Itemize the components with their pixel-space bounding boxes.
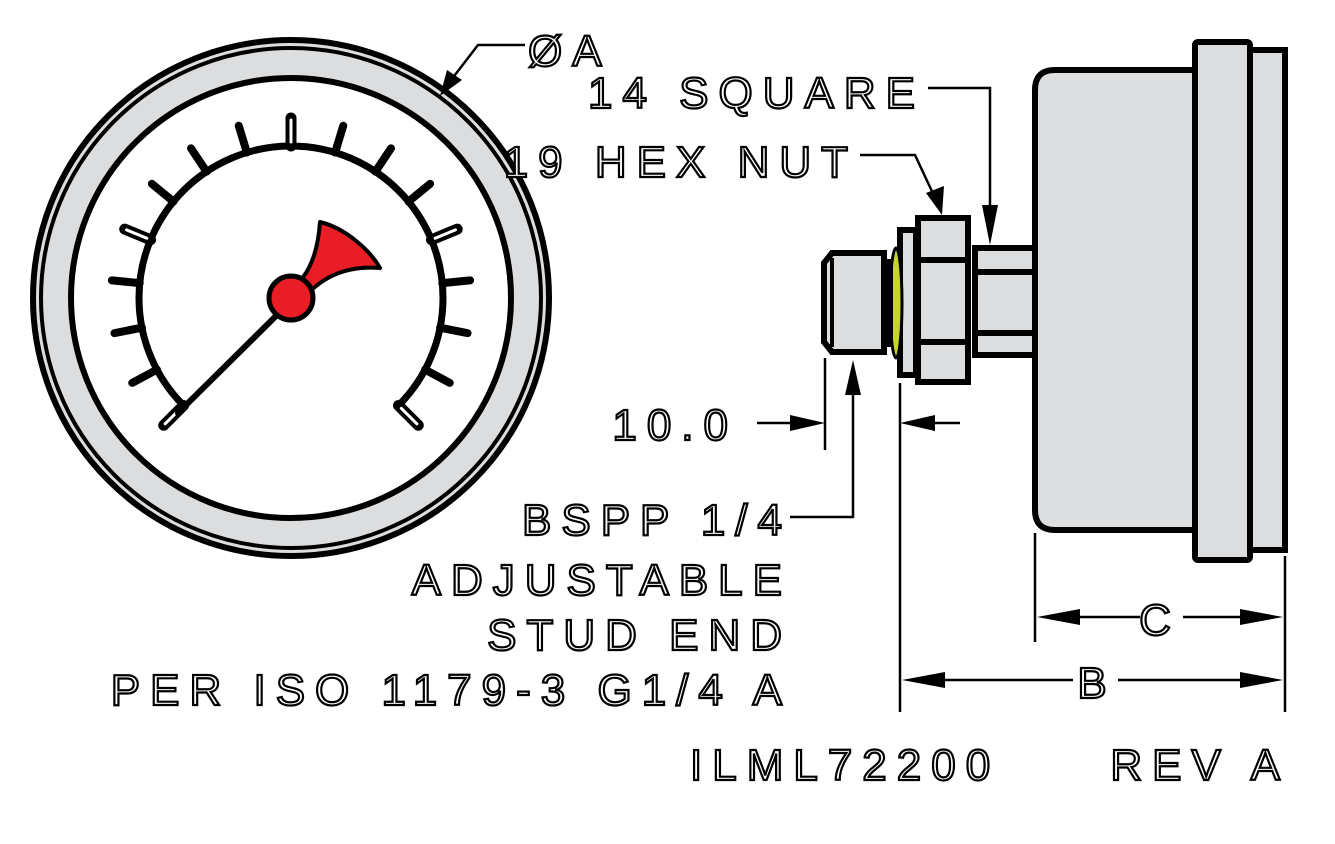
thread-label-4: PER ISO 1179-3 G1/4 A — [111, 666, 792, 715]
thread-label-2: ADJUSTABLE — [412, 556, 792, 605]
leaders — [757, 86, 1287, 712]
arrowheads — [790, 186, 1283, 688]
scale-tick — [438, 276, 475, 288]
hex-nut — [915, 215, 971, 385]
diameter-leader — [440, 43, 525, 96]
dimension-b: B — [1077, 659, 1116, 708]
scale-tick — [110, 323, 146, 338]
pointer-hub — [266, 273, 316, 323]
rear-lip — [1247, 47, 1288, 553]
pointer-red-tip — [283, 220, 382, 302]
scale-tick — [436, 323, 472, 338]
scale-tick — [107, 276, 144, 288]
diameter-label: ØA — [528, 27, 612, 76]
dimension-c: C — [1139, 596, 1181, 645]
scale-tick — [331, 121, 348, 157]
pointer-needle — [175, 307, 285, 416]
bezel-side — [1192, 39, 1253, 563]
gauge-side-view — [821, 39, 1288, 563]
thread-label-3: STUD END — [487, 611, 792, 660]
square-stem — [972, 245, 1038, 358]
scale-tick — [421, 365, 454, 387]
major-tick-highlight — [125, 228, 149, 240]
scale-tick — [147, 179, 178, 206]
scale-tick — [128, 365, 161, 387]
case-body — [1032, 67, 1198, 533]
thread-label-1: BSPP 1/4 — [522, 496, 792, 545]
thread-stud — [821, 250, 887, 355]
offset-dimension: 10.0 — [612, 401, 738, 450]
scale-tick — [234, 121, 251, 157]
hex-nut-label: 19 HEX NUT — [504, 138, 858, 187]
major-tick-highlight — [433, 228, 457, 240]
scale-tick — [371, 144, 396, 176]
square-label: 14 SQUARE — [588, 69, 925, 118]
scale-tick — [186, 144, 211, 176]
revision: REV A — [1110, 741, 1290, 790]
gauge-front-view — [30, 37, 552, 559]
bezel-line — [39, 46, 543, 550]
major-tick-highlight — [399, 406, 419, 426]
scale-tick — [404, 179, 435, 206]
part-number: ILML72200 — [690, 741, 1000, 790]
scale-ticks — [107, 112, 475, 431]
